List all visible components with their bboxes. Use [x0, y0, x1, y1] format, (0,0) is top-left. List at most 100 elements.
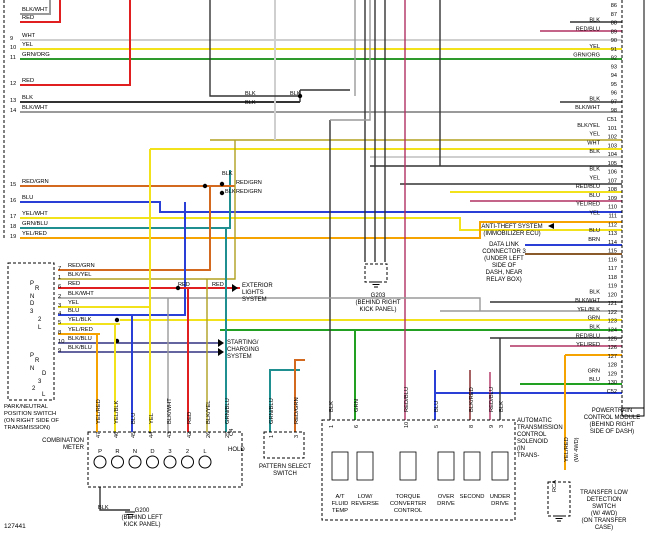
left-pin-wire-label: WHT: [22, 33, 36, 39]
pcm-pin-wire-label: BLU: [589, 193, 600, 199]
exterior-lights-label: SYSTEM: [242, 297, 267, 303]
pcm-pin-wire-label: YEL/BLK: [577, 307, 600, 313]
meter-lamp-icon: [198, 455, 212, 469]
solenoid-label: (IN: [517, 446, 525, 452]
solenoid-coil-icon: [437, 451, 455, 481]
pnp-pin-wire-label: RED/GRN: [68, 263, 95, 269]
left-pin-number: 12: [10, 81, 16, 87]
arrow-anti-theft-icon: [548, 223, 554, 229]
pnp-pin-wire-label: YEL/RED: [68, 327, 93, 333]
pcm-pin-number: C52: [607, 389, 617, 395]
starting-charging-label: SYSTEM: [227, 354, 252, 360]
pnp-pin-number: 3: [58, 303, 61, 309]
solenoid-pin-number: 6: [354, 425, 360, 428]
mid-wire-label: RED: [178, 282, 190, 288]
meter-lamp-icon: [163, 455, 177, 469]
pcm-pin-wire-label: RED/BLU: [576, 26, 600, 32]
pcm-pin-number: 101: [608, 126, 617, 132]
pnp-letter: D: [30, 301, 35, 307]
solenoid-pin-number: 1: [329, 425, 335, 428]
pnp-letter-lower: 3: [38, 379, 42, 385]
g200-ground-icon: [125, 511, 135, 518]
starting-charging-label: CHARGING: [227, 347, 260, 353]
pnp-pin-number: 8: [58, 330, 61, 336]
data-link-label: DATA LINK: [489, 242, 519, 248]
solenoid-name: CONTROL: [394, 508, 423, 514]
pcm-pin-wire-label: BLK/WHT: [575, 298, 600, 304]
left-pin-number: 16: [10, 198, 16, 204]
g203-label: KICK PANEL): [360, 307, 397, 313]
pcm-pin-wire-label: BLK/WHT: [575, 105, 600, 111]
meter-lamp-icon: [146, 455, 159, 469]
meter-c4-label: C4: [229, 428, 235, 436]
solenoid-pin-label: BLU: [434, 401, 440, 412]
solenoid-name: LOW/: [358, 494, 373, 500]
solenoid-label: AUTOMATIC: [517, 418, 552, 424]
pcm-pin-number: 120: [608, 292, 617, 298]
pnp-letter: N: [30, 294, 34, 300]
solenoid-pin-number: 10: [404, 422, 410, 428]
meter-pin-label: GRN/BLU: [225, 398, 231, 424]
pcm-pin-number: 105: [608, 161, 617, 167]
meter-lamp-letter: L: [203, 449, 207, 455]
meter-lamp-icon: [111, 455, 124, 469]
wire-meter-47: [96, 333, 100, 432]
left-pin-number: 13: [10, 98, 16, 104]
pnp-pin-number: 5: [58, 320, 61, 326]
pcm-label: (BEHIND RIGHT: [590, 422, 635, 428]
left-pin-wire-label: YEL/WHT: [22, 211, 48, 217]
pnp-pin-wire-label: BLK/YEL: [68, 272, 92, 278]
wire-red-12: [20, 0, 131, 86]
pcm-pin-number: 109: [608, 196, 617, 202]
pcm-pin-number: 117: [608, 266, 617, 272]
pcm-pin-wire-label: BLK: [589, 289, 600, 295]
wire-pattern-1: [269, 369, 300, 432]
wire-pnp-blkwht: [58, 297, 481, 311]
junction-dot: [219, 181, 225, 187]
pattern-select-box: [263, 431, 305, 459]
pcm-label: SIDE OF DASH): [590, 429, 634, 435]
pcm-pin-number: 95: [611, 82, 617, 88]
pnp-pin-wire-label: BLK/BLU: [68, 336, 92, 342]
transfer-switch-label: TRANSFER LOW: [580, 490, 628, 496]
pcm-label: CONTROL MODULE: [584, 415, 640, 421]
arrow-exterior-lights-icon: [232, 284, 238, 292]
pnp-letter-lower: P: [30, 353, 34, 359]
pnp-pin-number: 7: [58, 266, 61, 272]
pcm-pin-number: 114: [608, 240, 617, 246]
solenoid-coil-icon: [331, 451, 349, 481]
left-pin-wire-label: BLK/WHT: [22, 105, 48, 111]
pcm-pin-number: 104: [608, 152, 617, 158]
pcm-pin-number: 126: [608, 345, 617, 351]
pcm-pin-number: 94: [611, 73, 617, 79]
solenoid-label: TRANSMISSION: [517, 425, 563, 431]
pcm-pin-number: 129: [608, 371, 617, 377]
meter-pin-label: BLK/YEL: [206, 400, 212, 424]
pcm-pin-number: 119: [608, 284, 617, 290]
transfer-pin-rca: RCA: [552, 480, 558, 492]
pattern-select-label: SWITCH: [273, 471, 297, 477]
starting-charging-label: STARTING/: [227, 340, 259, 346]
pnp-letter-lower: D: [42, 371, 47, 377]
transfer-switch-label: SWITCH: [592, 504, 616, 510]
wire-pattern-3: [294, 359, 305, 432]
wire-yelwht-17: [20, 217, 622, 231]
left-pin-number: 10: [10, 45, 16, 51]
mid-wire-label: RED/GRN: [236, 180, 262, 186]
mid-wire-label: RED/GRN: [236, 189, 262, 195]
pnp-letter-lower: L: [42, 392, 46, 398]
wire-meter-gnd: [99, 487, 130, 511]
pnp-pin-wire-label: BLK/WHT: [68, 291, 94, 297]
mid-wire-label: BLK: [225, 189, 236, 195]
solenoid-name: TORQUE: [396, 494, 421, 500]
meter-pin-number: 25: [225, 432, 231, 438]
solenoid-pin-label: RED/BLU: [489, 387, 495, 412]
meter-lamp-icon: [93, 455, 107, 469]
pcm-pin-number: 90: [611, 38, 617, 44]
pnp-switch-box: [7, 262, 55, 401]
left-pin-wire-label: BLK/WHT: [22, 7, 48, 13]
left-pin-number: 19: [10, 234, 16, 240]
solenoid-pin-label: BLK/RED: [469, 387, 475, 412]
junction-dot: [114, 317, 120, 323]
pnp-letter: 3: [30, 309, 34, 315]
